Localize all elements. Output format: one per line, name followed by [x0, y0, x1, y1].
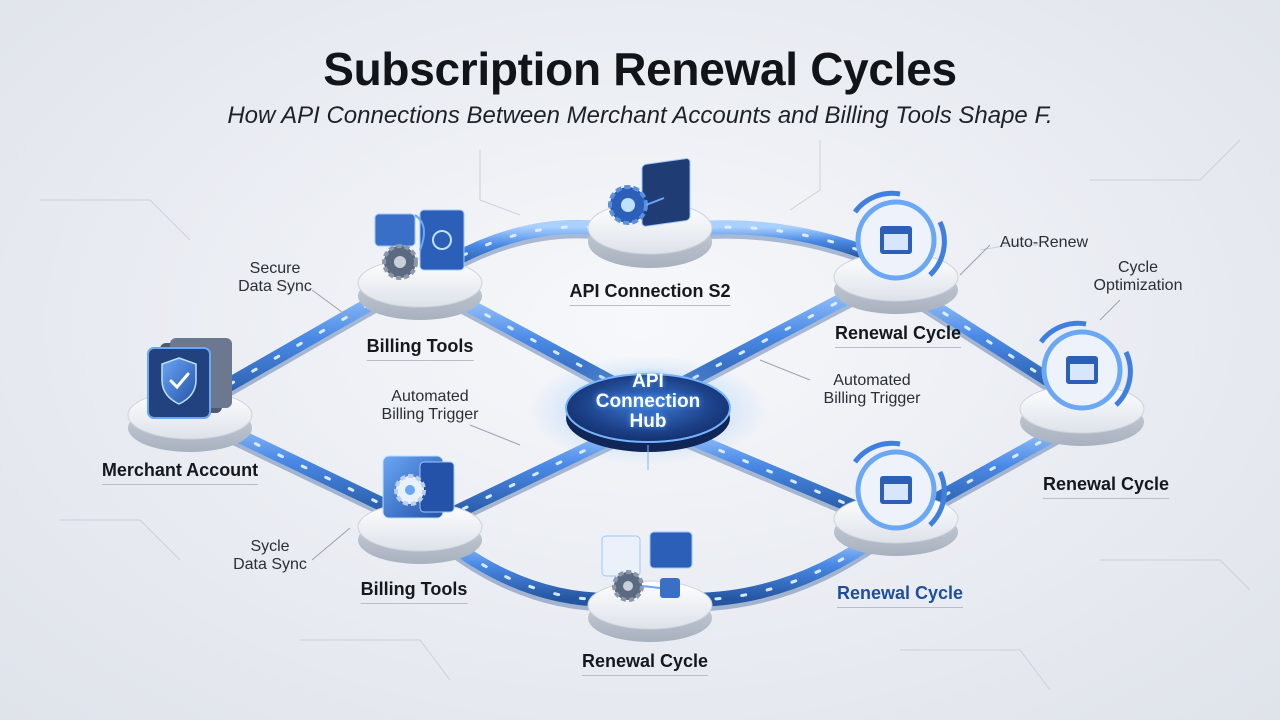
node-label-renewal-cycle-top: Renewal Cycle [834, 323, 962, 348]
node-label-api-connection: API Connection S2 [569, 281, 731, 306]
platform-renewal-bottom [587, 580, 713, 642]
page-title: Subscription Renewal Cycles [323, 43, 957, 95]
node-label-renewal-cycle-lower: Renewal Cycle [836, 583, 964, 608]
api-gear-dashboard-icon [608, 158, 691, 227]
annotation-secure-data-sync: Secure Data Sync [238, 260, 312, 296]
hub-label: API Connection Hub [596, 372, 701, 432]
node-label-billing-tools-top: Billing Tools [366, 336, 474, 361]
hub-label-line: Hub [629, 411, 667, 432]
annotation-line: Billing Trigger [823, 390, 921, 407]
page-subtitle: How API Connections Between Merchant Acc… [227, 102, 1053, 129]
annotation-auto-renew: Auto-Renew [1000, 234, 1088, 252]
annotation-line: Optimization [1093, 277, 1183, 294]
annotation-cycle-optimization: Cycle Optimization [1094, 259, 1183, 295]
annotation-line: Cycle [1117, 259, 1159, 276]
gear-workflow-icon [601, 531, 693, 602]
gear-screens-icon [374, 209, 465, 280]
annotation-leaders [311, 244, 1121, 561]
hub-label-line: API [632, 371, 664, 392]
background-circuit-lines [40, 139, 1251, 691]
node-label-renewal-cycle-right: Renewal Cycle [1042, 474, 1170, 499]
annotation-line: Data Sync [238, 278, 312, 295]
calendar-cycle-icon [1038, 320, 1133, 411]
node-label-merchant-account: Merchant Account [101, 460, 259, 485]
node-label-renewal-cycle-bottom: Renewal Cycle [581, 651, 709, 676]
gear-panel-icon [382, 455, 455, 519]
annotation-cycle-data-sync: Sycle Data Sync [233, 538, 307, 574]
annotation-line: Automated [391, 388, 469, 405]
calendar-cycle-icon [852, 440, 947, 531]
annotation-line: Automated [833, 372, 911, 389]
calendar-cycle-icon [852, 190, 947, 281]
node-label-billing-tools-bottom: Billing Tools [360, 579, 468, 604]
annotation-automated-trigger-left: Automated Billing Trigger [382, 388, 479, 424]
annotation-line: Secure [249, 260, 301, 277]
api-connection-hub [528, 355, 768, 470]
annotation-line: Auto-Renew [999, 234, 1089, 251]
annotation-automated-trigger-right: Automated Billing Trigger [824, 372, 921, 408]
annotation-line: Sycle [250, 538, 290, 555]
hub-label-line: Connection [595, 391, 701, 412]
annotation-line: Data Sync [233, 556, 307, 573]
annotation-line: Billing Trigger [381, 406, 479, 423]
shield-server-icon [147, 338, 232, 419]
